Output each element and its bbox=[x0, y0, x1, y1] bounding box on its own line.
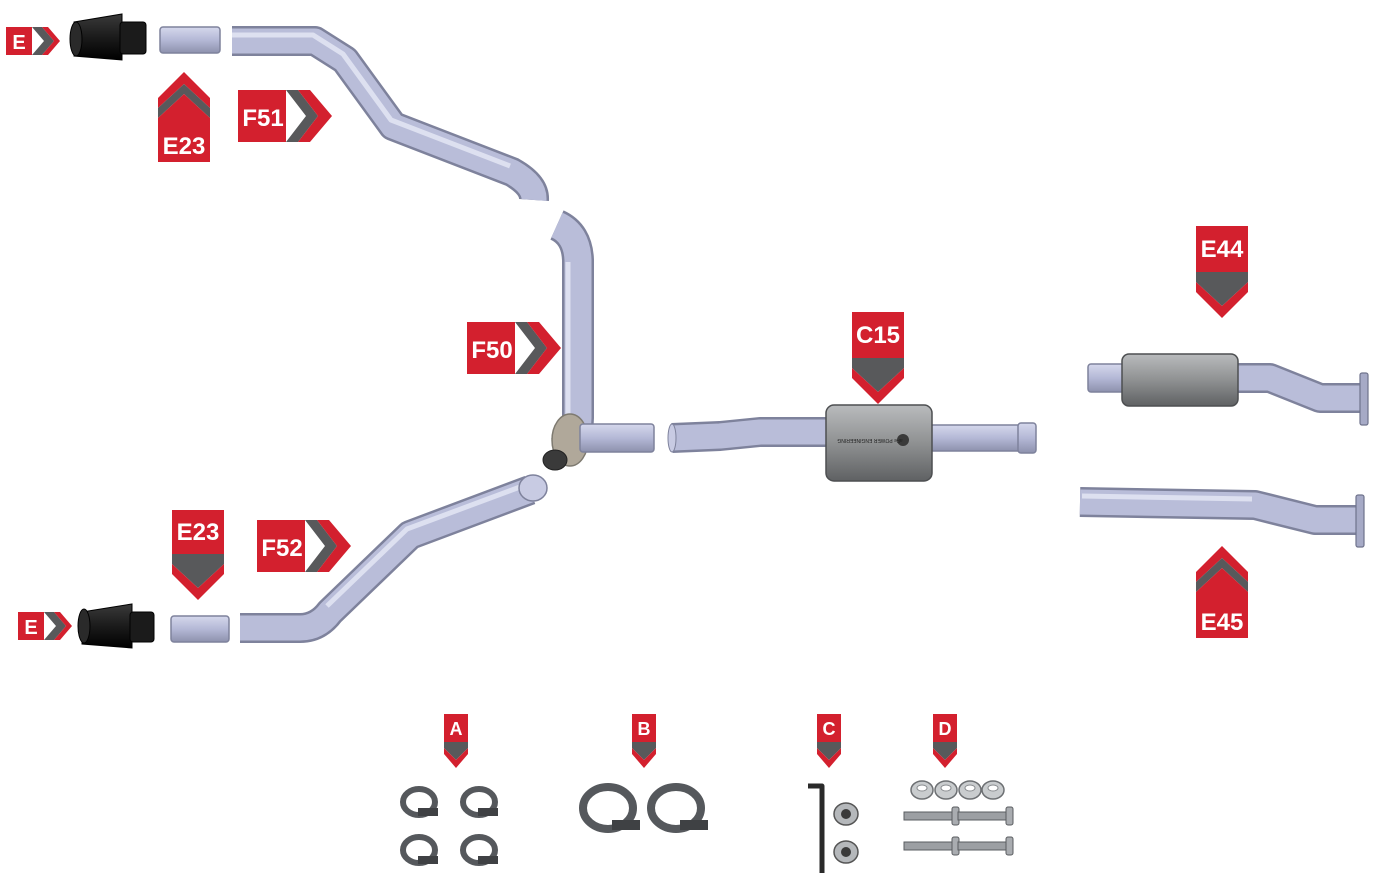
badge-e-top-label: E bbox=[12, 32, 25, 54]
nut bbox=[833, 840, 859, 864]
badge-e45-label: E45 bbox=[1201, 609, 1244, 636]
e44-flange bbox=[1359, 372, 1369, 426]
e45-flange bbox=[1355, 494, 1365, 548]
badge-e23-top: E23 bbox=[158, 72, 210, 162]
badge-c15: C15 bbox=[852, 312, 904, 404]
badge-kit-a-label: A bbox=[450, 719, 463, 739]
badge-f52: F52 bbox=[257, 520, 351, 572]
badge-e45: E45 bbox=[1196, 546, 1248, 638]
washer bbox=[981, 780, 1005, 800]
badge-kit-b-label: B bbox=[638, 719, 651, 739]
badge-f50-label: F50 bbox=[471, 337, 512, 364]
c15-muffler: aFe POWER ENGINEERING bbox=[825, 404, 933, 482]
bolt bbox=[903, 806, 960, 826]
badge-kit-c: C bbox=[817, 714, 841, 768]
badge-kit-d: D bbox=[933, 714, 957, 768]
badge-e-bottom: E bbox=[18, 612, 72, 640]
exhaust-tip-bottom bbox=[77, 603, 155, 649]
c15-outlet-pipe bbox=[929, 424, 1027, 452]
muffler-brand-text: aFe POWER ENGINEERING bbox=[837, 437, 902, 443]
clamp-small bbox=[460, 834, 498, 866]
e44-muffler bbox=[1121, 353, 1239, 407]
badge-kit-a: A bbox=[444, 714, 468, 768]
clamp-small bbox=[400, 786, 438, 818]
bolt bbox=[957, 806, 1014, 826]
nut bbox=[833, 802, 859, 826]
badge-f51: F51 bbox=[238, 90, 332, 142]
allen-key bbox=[808, 783, 825, 873]
badge-e23-bottom-label: E23 bbox=[177, 519, 220, 546]
e23-bottom-pipe bbox=[170, 615, 230, 643]
clamp-large bbox=[647, 783, 708, 833]
badge-c15-label: C15 bbox=[856, 322, 900, 349]
kit-c-hardware bbox=[808, 783, 859, 873]
badge-e-top: E bbox=[6, 27, 60, 55]
badge-kit-d-label: D bbox=[939, 719, 952, 739]
e23-top-pipe bbox=[159, 26, 221, 54]
kit-b-large-clamps bbox=[579, 783, 708, 833]
badge-e44-label: E44 bbox=[1201, 236, 1244, 263]
badge-e23-top-label: E23 bbox=[163, 133, 206, 160]
badge-e-bottom-label: E bbox=[24, 617, 37, 639]
clamp-large bbox=[579, 783, 640, 833]
pipe-system bbox=[159, 26, 1369, 643]
badge-f51-label: F51 bbox=[242, 105, 283, 132]
bolt bbox=[903, 836, 960, 856]
clamp-small bbox=[460, 786, 498, 818]
badge-kit-c-label: C bbox=[823, 719, 836, 739]
bolt bbox=[957, 836, 1014, 856]
badge-kit-b: B bbox=[632, 714, 656, 768]
y-outlet-pipe bbox=[579, 423, 655, 453]
washer bbox=[934, 780, 958, 800]
washer bbox=[910, 780, 934, 800]
exhaust-tip-top bbox=[69, 13, 147, 61]
washer bbox=[958, 780, 982, 800]
badge-f50: F50 bbox=[467, 322, 561, 374]
badge-e23-bottom: E23 bbox=[172, 510, 224, 600]
clamp-small bbox=[400, 834, 438, 866]
badge-e44: E44 bbox=[1196, 226, 1248, 318]
kit-d-hardware bbox=[903, 780, 1014, 856]
badge-f52-label: F52 bbox=[261, 535, 302, 562]
kit-a-small-clamps bbox=[400, 786, 498, 866]
